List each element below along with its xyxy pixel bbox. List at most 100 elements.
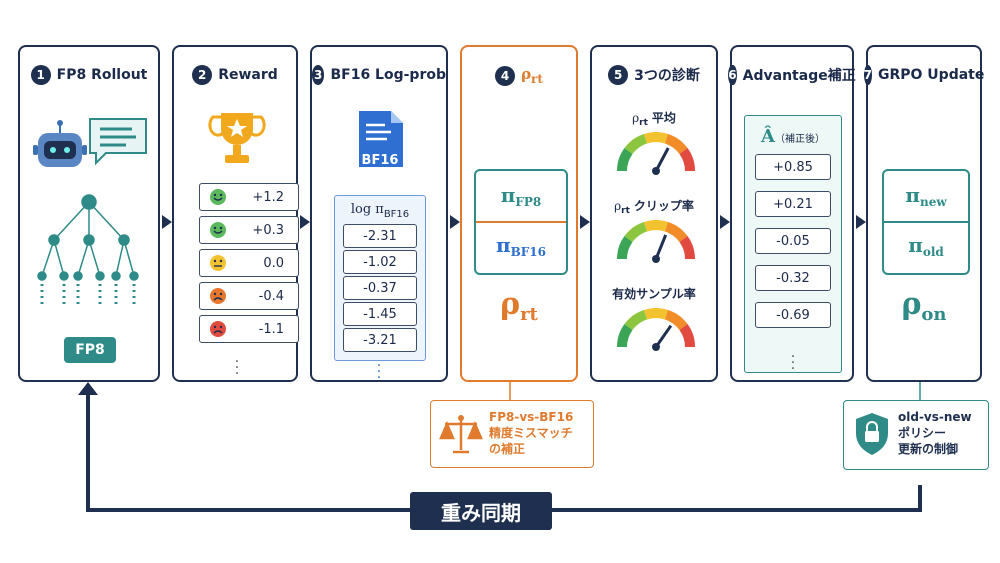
advantage-value: -0.05 <box>755 228 831 254</box>
step-reward-card: 2 Reward +1.2 +0.3 0.0 -0.4 -1.1 ··· <box>172 45 299 382</box>
note-line: 精度ミスマッチ <box>489 426 573 440</box>
pi-sub: BF16 <box>510 245 546 259</box>
reward-value: +1.2 <box>252 189 284 205</box>
pi-symbol: π <box>908 233 923 257</box>
more-dots: ··· <box>234 354 240 382</box>
more-dots: ··· <box>790 349 796 377</box>
logprob-value: -3.21 <box>343 328 417 352</box>
advantage-value: -0.69 <box>755 302 831 328</box>
numerator: πFP8 <box>476 183 566 209</box>
reward-value: 0.0 <box>263 255 284 271</box>
rho-rt-result: ρrt <box>462 287 576 325</box>
rho-symbol: ρ <box>500 287 521 322</box>
denominator: πold <box>884 233 968 259</box>
pi-symbol: π <box>500 183 516 207</box>
step-5-title: 5 3つの診断 <box>592 65 716 85</box>
step-2-title: 2 Reward <box>174 65 296 85</box>
rho-sub: rt <box>531 72 543 86</box>
step-label: ρrt <box>521 65 543 86</box>
note-line: ポリシー <box>898 426 947 440</box>
frowny-face-icon <box>210 288 226 304</box>
rho-on-result: ρon <box>868 287 980 325</box>
step-7-title: 7 GRPO Update <box>863 65 984 85</box>
rho-symbol: ρ <box>632 111 640 125</box>
policy-ratio-fraction: πnew πold <box>882 169 970 275</box>
gauge-icon <box>617 308 695 351</box>
neutral-face-icon <box>210 255 226 271</box>
gauge-label-text: 有効サンプル率 <box>612 287 696 301</box>
reward-row: +0.3 <box>199 216 299 244</box>
reward-row: 0.0 <box>199 249 299 277</box>
logprob-value: -2.31 <box>343 224 417 248</box>
step-number: 2 <box>192 65 213 85</box>
rho-symbol: ρ <box>901 287 922 322</box>
gauge-label-text: 平均 <box>651 111 676 125</box>
step-1-title: 1 FP8 Rollout <box>20 65 158 85</box>
logprob-header-text: log π <box>350 202 384 217</box>
advantage-value: -0.32 <box>755 265 831 291</box>
step-number: 7 <box>863 65 872 85</box>
step-label: GRPO Update <box>878 67 985 83</box>
bf16-file-label: BF16 <box>361 153 399 168</box>
logprob-value: -1.02 <box>343 250 417 274</box>
reward-value: -0.4 <box>258 288 284 304</box>
arrow-6-7 <box>856 215 866 229</box>
weight-sync-label: 重み同期 <box>410 492 552 530</box>
step-number: 5 <box>608 65 629 85</box>
more-dots: ··· <box>376 358 382 386</box>
logprob-header: log πBF16 <box>335 202 425 220</box>
step-label: Reward <box>218 67 278 83</box>
pi-symbol: π <box>495 233 511 257</box>
step-label: FP8 Rollout <box>56 67 148 83</box>
mismatch-note: FP8-vs-BF16 精度ミスマッチ の補正 <box>430 400 594 468</box>
reward-value: -1.1 <box>258 321 284 337</box>
pi-symbol: π <box>905 183 920 207</box>
step-number: 4 <box>495 65 516 86</box>
advantage-table: Â（補正後） +0.85+0.21-0.05-0.32-0.69 ··· <box>744 115 842 377</box>
a-hat-note: （補正後） <box>774 134 825 145</box>
pi-sub: new <box>919 195 947 209</box>
step-3-title: 3 BF16 Log-prob <box>312 65 446 85</box>
arrow-5-6 <box>720 215 730 229</box>
fraction-bar <box>476 221 566 223</box>
gauge-label-text: クリップ率 <box>633 199 694 213</box>
note-line: 更新の制御 <box>898 442 959 456</box>
step-label: 3つの診断 <box>634 68 700 84</box>
rho-symbol: ρ <box>521 65 532 83</box>
mismatch-note-text: FP8-vs-BF16 精度ミスマッチ の補正 <box>489 409 573 457</box>
step-label: BF16 Log-prob <box>330 67 446 83</box>
scales-icon <box>439 415 483 454</box>
step-advantage-card: 6 Advantage補正 Â（補正後） +0.85+0.21-0.05-0.3… <box>728 45 856 382</box>
step-fp8-rollout-card: 1 FP8 Rollout <box>18 45 160 382</box>
note-line: old-vs-new <box>898 410 972 424</box>
file-icon <box>359 111 403 167</box>
advantage-header: Â（補正後） <box>745 126 841 147</box>
chat-bubble-icon <box>89 118 147 166</box>
step-number: 1 <box>30 65 51 85</box>
policy-note: old-vs-new ポリシー 更新の制御 <box>843 400 989 470</box>
reward-row: +1.2 <box>199 183 299 211</box>
frowny-face-icon <box>210 321 226 337</box>
note-line: の補正 <box>489 442 526 456</box>
step-number: 6 <box>728 65 737 85</box>
smiley-face-icon <box>210 222 226 238</box>
smiley-face-icon <box>210 189 226 205</box>
rho-symbol: ρ <box>614 199 622 213</box>
arrow-4-5 <box>580 215 590 229</box>
gauge-label: 有効サンプル率 <box>592 285 716 302</box>
rho-sub: rt <box>621 206 630 216</box>
logprob-table: log πBF16 -2.31-1.02-0.37-1.45-3.21 <box>334 195 426 361</box>
logprob-header-sub: BF16 <box>383 209 410 220</box>
rho-sub: rt <box>520 304 538 325</box>
arrow-2-3 <box>300 215 310 229</box>
rho-sub: rt <box>639 118 648 128</box>
fraction-bar <box>884 221 968 223</box>
step-6-title: 6 Advantage補正 <box>728 65 856 85</box>
gauge-icon <box>617 220 695 263</box>
ratio-fraction: πFP8 πBF16 <box>474 169 568 275</box>
step-4-title: 4 ρrt <box>462 65 576 86</box>
